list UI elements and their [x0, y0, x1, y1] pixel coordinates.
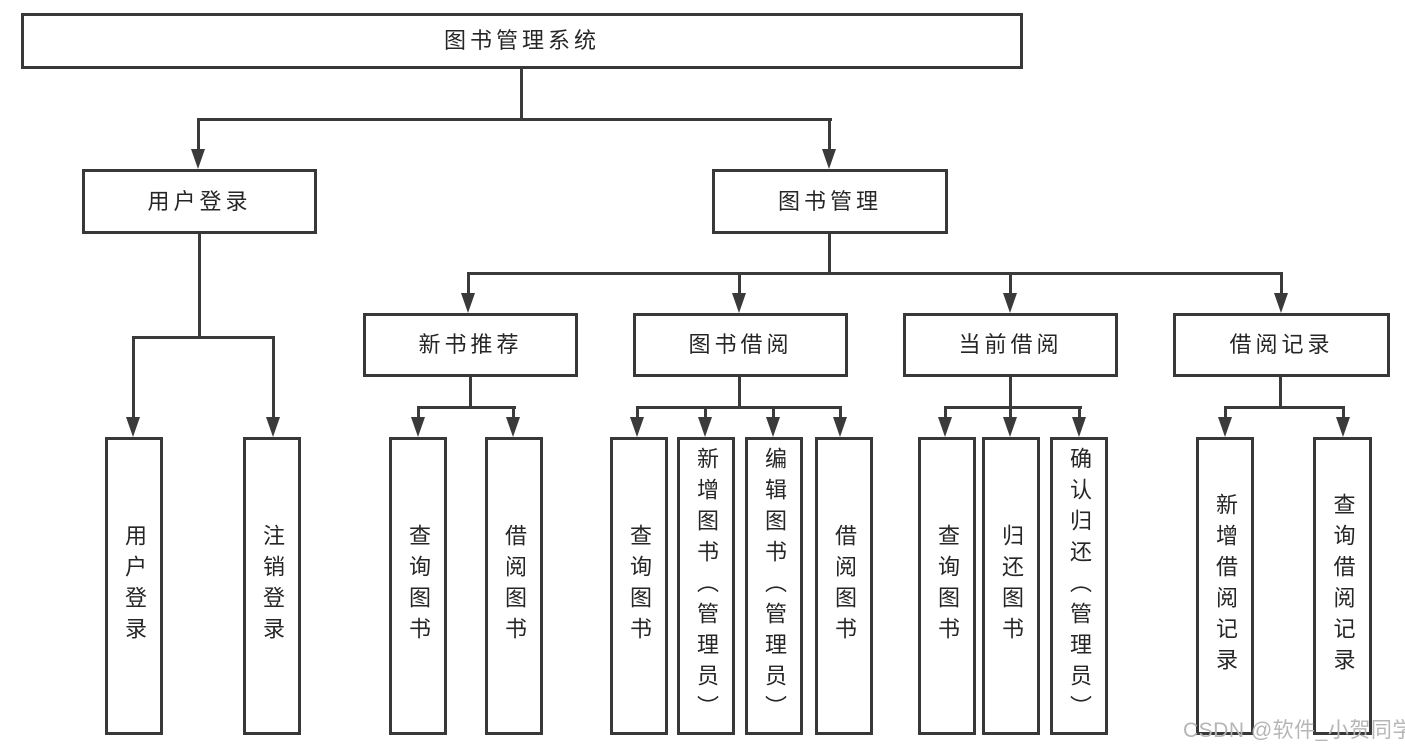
node-new-book-recommend: 新书推荐 [363, 313, 578, 377]
connector-l3-stem [738, 272, 741, 296]
arrow-down-icon [822, 149, 836, 169]
connector-leaf-stem [132, 336, 135, 419]
connector-root-stem [520, 69, 523, 121]
node-library-system: 图书管理系统 [21, 13, 1023, 69]
leaf-edit-books-admin-label: 编辑图书（管理员） [762, 446, 787, 726]
leaf-query-borrow-record: 查询借阅记录 [1313, 437, 1372, 735]
arrow-down-icon [833, 417, 847, 437]
leaf-borrow-books-label: 借阅图书 [832, 524, 857, 648]
connector-leaf-stem [839, 406, 842, 420]
connector-group-trunk [1009, 377, 1012, 409]
arrow-down-icon [1218, 417, 1232, 437]
connector-leaf-stem [417, 406, 420, 420]
connector-leaf-stem [1224, 406, 1227, 420]
connector-leaf-stem [704, 406, 707, 420]
leaf-query-books-current: 查询图书 [918, 437, 976, 735]
leaf-add-books-admin: 新增图书（管理员） [677, 437, 735, 735]
leaf-add-books-admin-label: 新增图书（管理员） [694, 446, 719, 726]
connector-book-mgmt-stem [828, 118, 831, 151]
arrow-down-icon [698, 417, 712, 437]
connector-leaf-stem [272, 336, 275, 419]
connector-group-branch [417, 406, 516, 409]
leaf-borrow-books-recommend: 借阅图书 [485, 437, 543, 735]
connector-leaf-stem [944, 406, 947, 420]
leaf-query-books-recommend-label: 查询图书 [406, 524, 431, 648]
leaf-confirm-return-admin: 确认归还（管理员） [1050, 437, 1108, 735]
node-user-login: 用户登录 [82, 169, 317, 234]
connector-group-trunk [1279, 377, 1282, 409]
leaf-query-books-recommend: 查询图书 [389, 437, 447, 735]
leaf-confirm-return-admin-label: 确认归还（管理员） [1067, 446, 1092, 726]
connector-leaf-stem [512, 406, 515, 420]
arrow-down-icon [126, 417, 140, 437]
connector-group-branch [636, 406, 842, 409]
connector-user-login-trunk [198, 234, 201, 339]
leaf-add-borrow-record-label: 新增借阅记录 [1213, 493, 1238, 679]
connector-root-branch [197, 118, 832, 121]
connector-l3-stem [1280, 272, 1283, 296]
arrow-down-icon [630, 417, 644, 437]
connector-group-branch [1224, 406, 1345, 409]
node-current-borrowing-label: 当前借阅 [958, 332, 1063, 357]
connector-leaf-stem [636, 406, 639, 420]
connector-group-trunk [469, 377, 472, 409]
connector-user-login-branch [132, 336, 275, 339]
arrow-down-icon [1003, 293, 1017, 313]
arrow-down-icon [1336, 417, 1350, 437]
arrow-down-icon [732, 293, 746, 313]
leaf-edit-books-admin: 编辑图书（管理员） [745, 437, 803, 735]
arrow-down-icon [266, 417, 280, 437]
arrow-down-icon [1072, 417, 1086, 437]
connector-leaf-stem [1009, 406, 1012, 420]
node-borrowing-records: 借阅记录 [1173, 313, 1390, 377]
leaf-query-borrow-record-label: 查询借阅记录 [1330, 493, 1356, 679]
arrow-down-icon [411, 417, 425, 437]
leaf-return-books-label: 归还图书 [999, 524, 1024, 648]
leaf-logout: 注销登录 [243, 437, 301, 735]
node-new-book-recommend-label: 新书推荐 [418, 332, 523, 357]
arrow-down-icon [766, 417, 780, 437]
arrow-down-icon [506, 417, 520, 437]
connector-group-branch [944, 406, 1082, 409]
connector-l3-stem [1009, 272, 1012, 296]
connector-l3-stem [467, 272, 470, 296]
node-book-management-label: 图书管理 [777, 188, 882, 214]
leaf-borrow-books-recommend-label: 借阅图书 [502, 524, 527, 648]
connector-user-login-stem [197, 118, 200, 151]
leaf-query-books-borrowing-label: 查询图书 [627, 524, 652, 648]
node-book-borrowing: 图书借阅 [633, 313, 848, 377]
node-book-management: 图书管理 [712, 169, 948, 234]
leaf-logout-label: 注销登录 [260, 524, 285, 648]
node-current-borrowing: 当前借阅 [903, 313, 1118, 377]
watermark: CSDN @软件_小贺同学 [1183, 719, 1405, 742]
arrow-down-icon [191, 149, 205, 169]
connector-leaf-stem [1078, 406, 1081, 420]
connector-leaf-stem [772, 406, 775, 420]
node-book-borrowing-label: 图书借阅 [688, 332, 793, 357]
arrow-down-icon [1274, 293, 1288, 313]
arrow-down-icon [1003, 417, 1017, 437]
leaf-query-books-borrowing: 查询图书 [610, 437, 668, 735]
connector-book-mgmt-branch [467, 272, 1283, 275]
leaf-borrow-books: 借阅图书 [815, 437, 873, 735]
leaf-user-login: 用户登录 [105, 437, 163, 735]
node-library-system-label: 图书管理系统 [443, 28, 600, 53]
node-borrowing-records-label: 借阅记录 [1229, 332, 1334, 357]
connector-leaf-stem [1342, 406, 1345, 420]
arrow-down-icon [938, 417, 952, 437]
connector-group-trunk [738, 377, 741, 409]
connector-book-mgmt-trunk [828, 234, 831, 275]
node-user-login-label: 用户登录 [147, 188, 252, 214]
arrow-down-icon [461, 293, 475, 313]
leaf-return-books: 归还图书 [982, 437, 1040, 735]
leaf-add-borrow-record: 新增借阅记录 [1196, 437, 1254, 735]
leaf-query-books-current-label: 查询图书 [935, 524, 960, 648]
leaf-user-login-label: 用户登录 [122, 524, 147, 648]
